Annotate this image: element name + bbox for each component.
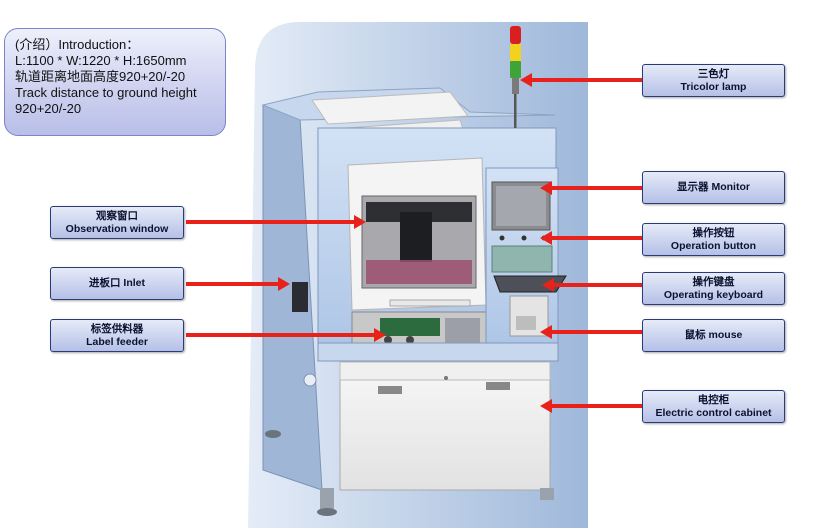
intro-line: 920+20/-20	[15, 101, 82, 116]
callout-arrows	[186, 73, 643, 413]
callout-en: Electric control cabinet	[655, 406, 772, 419]
callout-en: Observation window	[65, 222, 169, 235]
tricolor-lamp	[510, 26, 521, 128]
callout-en: Operating keyboard	[663, 288, 764, 301]
callout-electric-cabinet: 电控柜 Electric control cabinet	[642, 390, 785, 423]
callout-cn: 显示器 Monitor	[677, 181, 750, 193]
callout-cn: 操作按钮	[692, 226, 735, 239]
introduction-box: (介绍）Introduction： L:1100 * W:1220 * H:16…	[4, 28, 226, 136]
callout-monitor: 显示器 Monitor	[642, 171, 785, 204]
callout-cn: 标签供料器	[90, 322, 144, 335]
intro-line: L:1100 * W:1220 * H:1650mm	[15, 53, 187, 68]
callout-tricolor-lamp: 三色灯 Tricolor lamp	[642, 64, 785, 97]
callout-en: Tricolor lamp	[680, 80, 747, 93]
top-cover	[311, 91, 469, 125]
callout-observation-window: 观察窗口 Observation window	[50, 206, 184, 239]
callout-operating-keyboard: 操作键盘 Operating keyboard	[642, 272, 785, 305]
callout-en: Operation button	[670, 239, 757, 252]
callout-cn: 操作键盘	[692, 275, 735, 288]
callout-cn: 观察窗口	[96, 209, 138, 222]
intro-line: Track distance to ground height	[15, 85, 197, 100]
inlet-opening	[292, 282, 308, 312]
callout-label-feeder: 标签供料器 Label feeder	[50, 319, 184, 352]
intro-line: 轨道距离地面高度920+20/-20	[15, 69, 186, 84]
callout-cn: 电控柜	[697, 393, 730, 406]
callout-cn: 三色灯	[697, 67, 730, 80]
callout-en: Label feeder	[86, 335, 148, 348]
callout-inlet: 进板口 Inlet	[50, 267, 184, 300]
intro-line: (介绍）Introduction：	[15, 37, 140, 52]
callout-cn: 进板口 Inlet	[88, 277, 145, 289]
callout-operation-button: 操作按钮 Operation button	[642, 223, 785, 256]
callout-cn: 鼠标 mouse	[684, 329, 743, 341]
electric-cabinet	[339, 361, 551, 491]
callout-mouse: 鼠标 mouse	[642, 319, 785, 352]
